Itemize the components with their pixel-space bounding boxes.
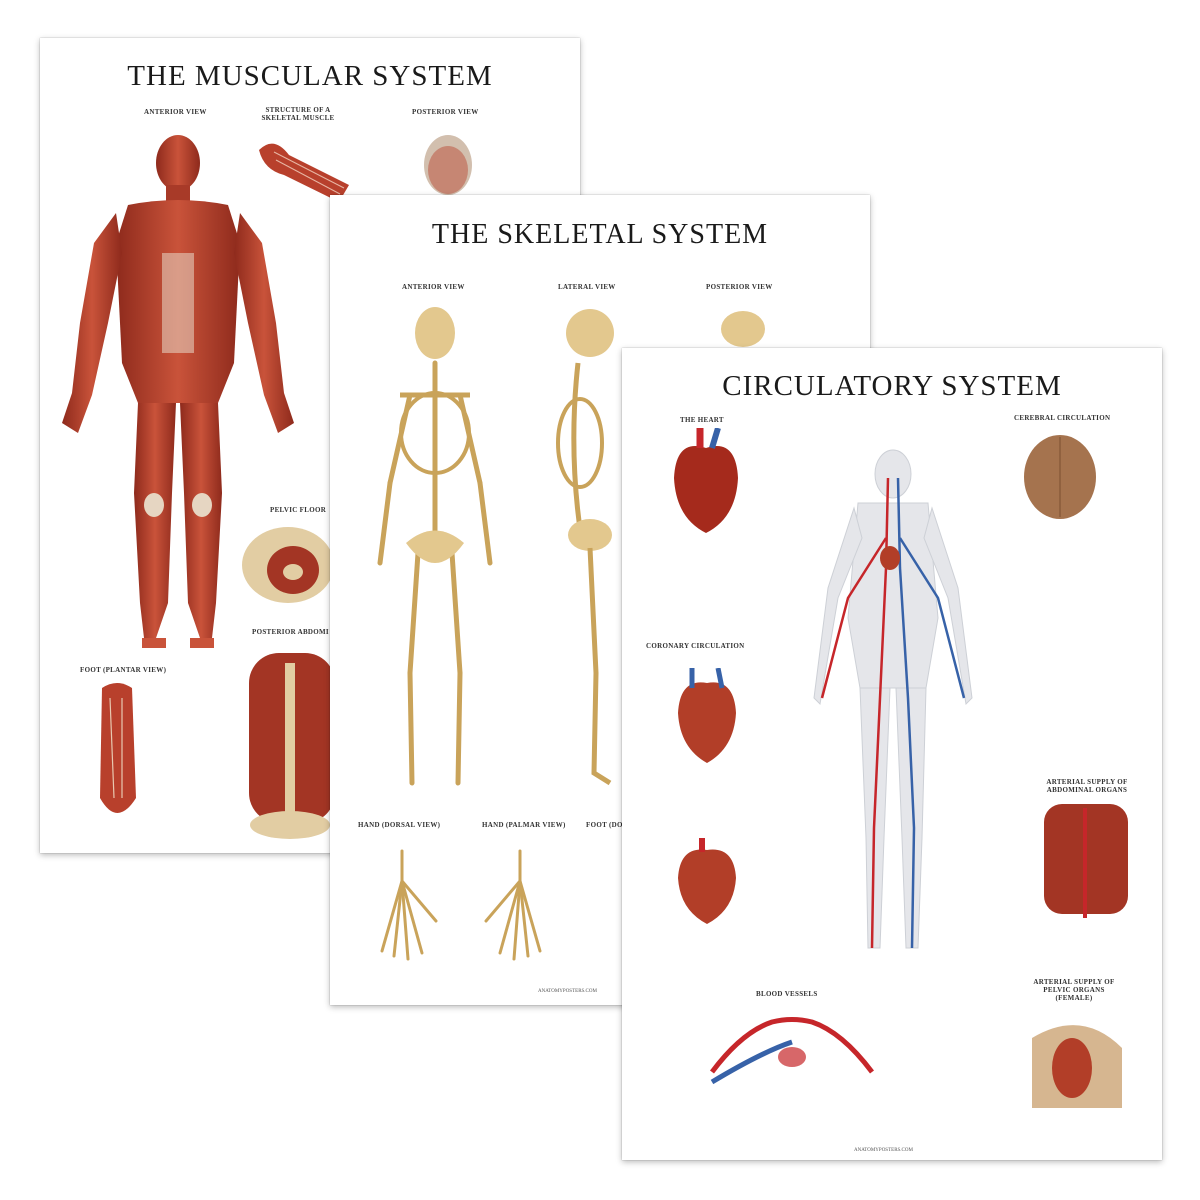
skeletal-lateral-label: LATERAL VIEW (558, 283, 616, 291)
pelvic-floor-label: PELVIC FLOOR (270, 506, 327, 514)
foot-plantar-figure (92, 678, 142, 828)
muscular-anterior-label: ANTERIOR VIEW (144, 108, 207, 116)
circulatory-body-figure (798, 448, 988, 968)
heart-label: THE HEART (680, 416, 724, 424)
skeletal-posterior-label: POSTERIOR VIEW (706, 283, 773, 291)
hand-palmar-label: HAND (PALMAR VIEW) (482, 821, 566, 829)
pelvic-floor-figure (238, 520, 338, 610)
skeletal-anterior-label: ANTERIOR VIEW (402, 283, 465, 291)
skeletal-credit: ANATOMYPOSTERS.COM (538, 989, 597, 994)
circulatory-title: CIRCULATORY SYSTEM (722, 370, 1062, 402)
posterior-abdominal-figure (245, 643, 335, 843)
blood-vessels-figure (702, 1002, 882, 1092)
coronary-circulation-label: CORONARY CIRCULATION (646, 642, 745, 650)
skeletal-muscle-structure-figure (254, 130, 354, 210)
skeletal-title: THE SKELETAL SYSTEM (431, 219, 769, 250)
circulatory-system-poster: CIRCULATORY SYSTEM THE HEART CEREBRAL CI… (622, 348, 1162, 1160)
skeleton-posterior-skull (718, 307, 768, 347)
blood-vessels-label: BLOOD VESSELS (756, 990, 818, 998)
muscular-posterior-head (418, 130, 478, 200)
foot-plantar-label: FOOT (PLANTAR VIEW) (80, 666, 167, 674)
hand-dorsal-figure (372, 841, 442, 961)
arterial-abdominal-label: ARTERIAL SUPPLY OF ABDOMINAL ORGANS (1046, 778, 1128, 794)
cerebral-figure (1020, 432, 1100, 522)
hand-dorsal-label: HAND (DORSAL VIEW) (358, 821, 441, 829)
heart-lower-figure (672, 838, 742, 928)
arterial-pelvic-label: ARTERIAL SUPPLY OF PELVIC ORGANS (FEMALE… (1033, 978, 1115, 1002)
hand-palmar-figure (480, 841, 550, 961)
muscular-anterior-figure (58, 133, 298, 653)
muscular-title: THE MUSCULAR SYSTEM (127, 60, 493, 92)
muscular-posterior-label: POSTERIOR VIEW (412, 108, 479, 116)
arterial-abdominal-figure (1040, 798, 1130, 928)
coronary-figure (672, 668, 742, 768)
heart-figure (666, 428, 746, 538)
arterial-pelvic-figure (1022, 1008, 1132, 1118)
cerebral-circulation-label: CEREBRAL CIRCULATION (1014, 414, 1111, 422)
foot-dorsal-label: FOOT (DO (586, 821, 623, 829)
posterior-abdominal-label: POSTERIOR ABDOMI (252, 628, 329, 636)
muscular-structure-label: STRUCTURE OF A SKELETAL MUSCLE (261, 106, 335, 122)
skeleton-lateral-figure (540, 303, 630, 803)
circulatory-credit: ANATOMYPOSTERS.COM (854, 1148, 913, 1153)
skeleton-anterior-figure (370, 303, 500, 803)
